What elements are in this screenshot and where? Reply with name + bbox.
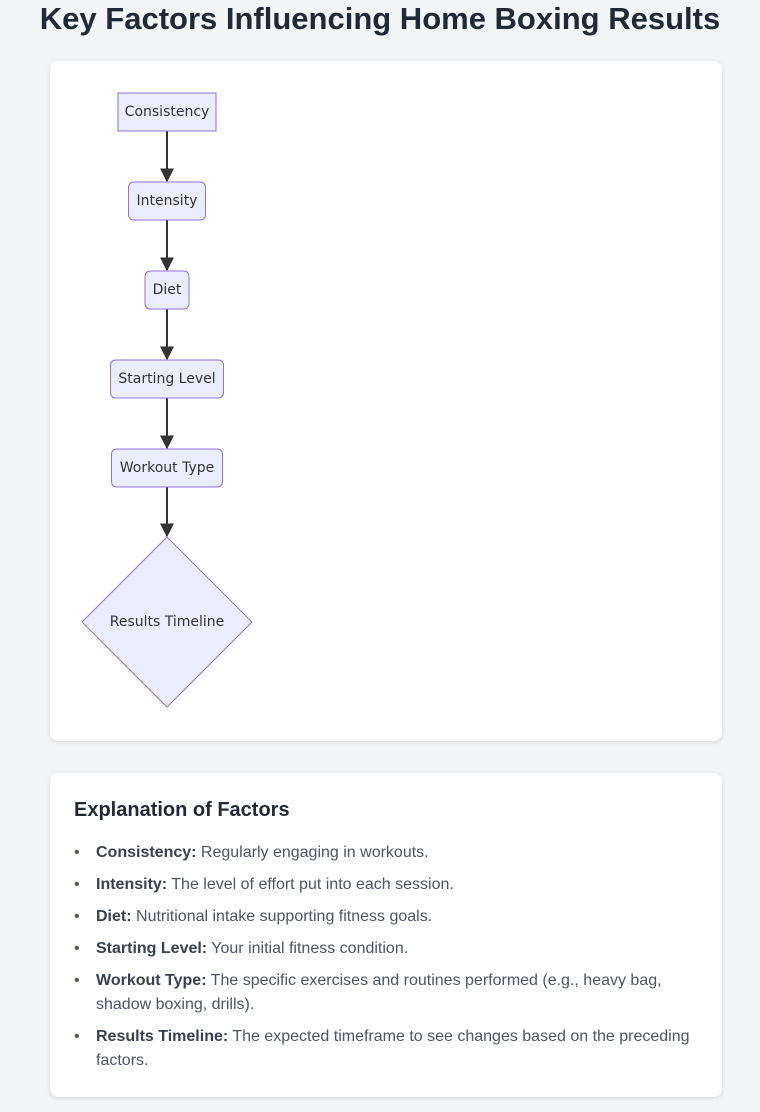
bullet-icon: •	[74, 844, 80, 861]
factor-name: Intensity:	[96, 876, 168, 893]
node-starting-level-label: Starting Level	[118, 371, 215, 387]
factor-item-workout-type: • Workout Type: The specific exercises an…	[74, 969, 704, 1017]
node-results-timeline: Results Timeline	[81, 536, 253, 708]
node-starting-level: Starting Level	[110, 359, 224, 399]
bullet-icon: •	[74, 908, 80, 925]
bullet-icon: •	[74, 972, 80, 989]
node-intensity-shape	[128, 181, 206, 221]
factor-name: Results Timeline:	[96, 1028, 229, 1045]
factor-item-diet: • Diet: Nutritional intake supporting fit…	[74, 905, 704, 929]
page-title: Key Factors Influencing Home Boxing Resu…	[39, 1, 721, 36]
bullet-icon: •	[74, 1028, 80, 1045]
factor-name: Consistency:	[96, 844, 197, 861]
factor-name: Starting Level:	[96, 940, 208, 957]
node-intensity-label: Intensity	[137, 193, 198, 209]
factor-name: Workout Type:	[96, 972, 207, 989]
node-diet: Diet	[144, 270, 190, 310]
explanation-heading: Explanation of Factors	[74, 799, 290, 821]
node-workout-type: Workout Type	[111, 448, 223, 488]
node-consistency-label: Consistency	[125, 104, 210, 120]
factor-description: Nutritional intake supporting fitness go…	[136, 908, 433, 925]
node-results-timeline-shape	[81, 536, 253, 708]
factor-item-results-timeline: • Results Timeline: The expected timefram…	[74, 1025, 704, 1073]
factor-description: Your initial fitness condition.	[211, 940, 409, 957]
factor-description: The expected timeframe to see changes ba…	[96, 1028, 690, 1069]
factor-list: • Consistency: Regularly engaging in work…	[74, 841, 704, 1081]
factor-item-intensity: • Intensity: The level of effort put into…	[74, 873, 704, 897]
node-intensity: Intensity	[128, 181, 206, 221]
explanation-card: Explanation of Factors • Consistency: Reg…	[50, 773, 722, 1097]
factor-description: Regularly engaging in workouts.	[200, 844, 429, 861]
node-diet-label: Diet	[153, 282, 182, 298]
node-starting-level-shape	[110, 359, 224, 399]
factor-description: The level of effort put into each sessio…	[171, 876, 454, 893]
node-workout-type-shape	[111, 448, 223, 488]
node-consistency-shape	[117, 92, 217, 132]
node-consistency: Consistency	[117, 92, 217, 132]
bullet-icon: •	[74, 876, 80, 893]
bullet-icon: •	[74, 940, 80, 957]
node-results-timeline-label: Results Timeline	[110, 614, 225, 630]
node-workout-type-label: Workout Type	[120, 460, 215, 476]
factor-item-consistency: • Consistency: Regularly engaging in work…	[74, 841, 704, 865]
factor-item-starting-level: • Starting Level: Your initial fitness co…	[74, 937, 704, 961]
factor-description: The specific exercises and routines perf…	[96, 972, 662, 1013]
node-diet-shape	[144, 270, 190, 310]
factor-name: Diet:	[96, 908, 132, 925]
